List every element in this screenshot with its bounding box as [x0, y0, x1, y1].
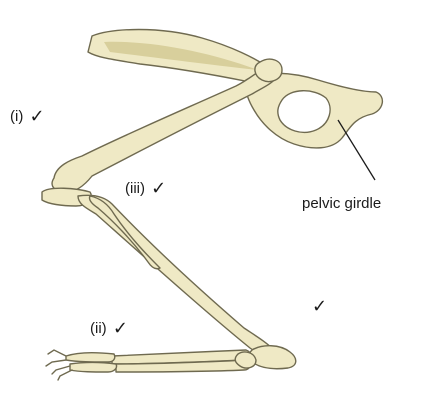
- fibula-bone: [89, 196, 160, 269]
- check-icon: ✓: [151, 178, 166, 198]
- claw-2: [46, 360, 66, 366]
- pelvic-girdle-label: pelvic girdle: [302, 196, 381, 211]
- foot-label: (ii) ✓: [90, 318, 128, 336]
- tibia-label: (iii) ✓: [125, 178, 166, 196]
- claw-1: [48, 350, 66, 356]
- claw-4: [58, 370, 72, 380]
- foot-label-text: (ii): [90, 320, 107, 337]
- toe-bones-upper: [66, 353, 115, 362]
- check-icon: ✓: [312, 296, 327, 316]
- pelvic-girdle-pointer: [338, 120, 375, 180]
- femur-label: (i) ✓: [10, 106, 45, 124]
- tibia-label-text: (iii): [125, 180, 145, 197]
- femur-head: [255, 59, 282, 81]
- ankle-joint: [235, 352, 256, 368]
- femur-bone: [52, 65, 279, 193]
- heel-bone: [249, 346, 296, 369]
- heel-check: ✓: [310, 296, 327, 314]
- toe-bones-lower: [70, 363, 117, 373]
- femur-label-text: (i): [10, 108, 23, 125]
- check-icon: ✓: [30, 106, 45, 126]
- check-icon: ✓: [113, 318, 128, 338]
